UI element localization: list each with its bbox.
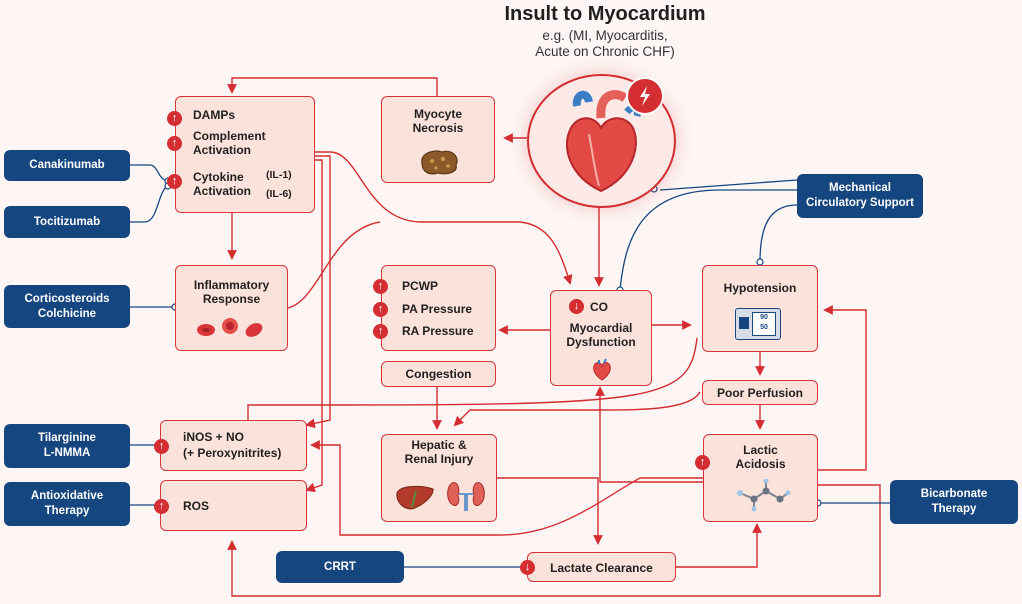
peroxynitrites-label: (+ Peroxynitrites) xyxy=(183,446,282,460)
lactate-clearance-box: ↓ Lactate Clearance xyxy=(520,552,676,582)
molecule-icon xyxy=(737,479,791,512)
lightning-icon xyxy=(626,77,664,115)
crrt-box: CRRT xyxy=(276,551,404,583)
lnmma-label: L-NMMA xyxy=(43,447,91,459)
ra-pressure-label: RA Pressure xyxy=(402,324,474,338)
pa-pressure-label: PA Pressure xyxy=(402,302,473,316)
canakinumab-box: Canakinumab xyxy=(4,150,130,181)
mechanical-label: Mechanical xyxy=(829,182,891,194)
arrow-down-icon: ↓ xyxy=(569,299,584,314)
il6-label: (IL-6) xyxy=(266,188,292,200)
inflammatory-label: Inflammatory Response xyxy=(193,278,270,306)
bicarbonate-box: Bicarbonate Therapy xyxy=(890,480,1018,524)
liver-icon xyxy=(396,485,434,510)
congestion-label: Congestion xyxy=(405,367,472,381)
lactate-clearance-label: Lactate Clearance xyxy=(550,561,653,575)
damps-box: ↑ DAMPs ↑ Complement Activation ↑ Cytoki… xyxy=(167,96,315,213)
bp-bottom-value: 50 xyxy=(760,324,768,331)
necrosis-label: Myocyte Necrosis xyxy=(412,107,464,135)
inflammatory-response-box: Inflammatory Response xyxy=(175,265,288,351)
colchicine-label: Colchicine xyxy=(37,307,97,320)
ros-box: ↑ ROS xyxy=(154,480,307,531)
inos-label: iNOS + NO xyxy=(183,430,245,444)
subtitle-line1: e.g. (MI, Myocarditis, xyxy=(542,28,668,43)
arrow-up-icon: ↑ xyxy=(373,279,388,294)
hepatic-label: Hepatic & Renal Injury xyxy=(404,438,474,466)
poor-perfusion-box: Poor Perfusion xyxy=(702,380,818,405)
arrow-up-icon: ↑ xyxy=(373,302,388,317)
antioxidative-box: Antioxidative Therapy xyxy=(4,482,130,526)
poor-perfusion-label: Poor Perfusion xyxy=(716,386,803,400)
co-label: CO xyxy=(590,300,608,314)
hepatic-renal-box: Hepatic & Renal Injury xyxy=(381,434,497,522)
myocardial-label: Myocardial Dysfunction xyxy=(566,321,636,349)
complement-label: Complement Activation xyxy=(193,129,266,157)
tocilizumab-label: Tocitizumab xyxy=(33,215,101,228)
corticosteroids-box: Corticosteroids Colchicine xyxy=(4,285,130,328)
arrow-up-icon: ↑ xyxy=(167,111,182,126)
myocyte-necrosis-box: Myocyte Necrosis xyxy=(381,96,495,183)
tocilizumab-box: Tocitizumab xyxy=(4,206,130,238)
bicarbonate-therapy-label: Therapy xyxy=(931,503,977,515)
therapy-label: Therapy xyxy=(44,505,90,517)
pcwp-label: PCWP xyxy=(402,279,438,293)
arrow-up-icon: ↑ xyxy=(167,136,182,151)
bp-monitor-icon: 90 50 xyxy=(735,308,781,340)
arrow-up-icon: ↑ xyxy=(167,174,182,189)
inos-box: ↑ iNOS + NO (+ Peroxynitrites) xyxy=(154,420,307,471)
lactic-acidosis-box: ↑ Lactic Acidosis xyxy=(695,434,818,522)
lactic-label: Lactic Acidosis xyxy=(735,443,786,471)
kidneys-icon xyxy=(447,482,485,511)
bp-top-value: 90 xyxy=(760,314,768,321)
damps-label: DAMPs xyxy=(193,108,236,122)
mechanical-support-box: Mechanical Circulatory Support xyxy=(797,174,923,218)
arrow-up-icon: ↑ xyxy=(695,455,710,470)
corticosteroids-label: Corticosteroids xyxy=(24,292,110,305)
bicarbonate-label: Bicarbonate xyxy=(920,488,988,500)
heart-icon xyxy=(566,90,641,193)
blood-cells-icon xyxy=(197,318,263,337)
tilarginine-label: Tilarginine xyxy=(38,432,96,444)
il1-label: (IL-1) xyxy=(266,169,292,181)
tilarginine-box: Tilarginine L-NMMA xyxy=(4,424,130,468)
arrow-up-icon: ↑ xyxy=(154,439,169,454)
circulatory-label: Circulatory Support xyxy=(806,197,914,209)
heart-icon xyxy=(593,358,611,381)
hypotension-box: Hypotension 90 50 xyxy=(702,265,818,352)
arrow-up-icon: ↑ xyxy=(154,499,169,514)
ros-label: ROS xyxy=(183,499,210,513)
subtitle-line2: Acute on Chronic CHF) xyxy=(535,44,675,59)
necrotic-cell-icon xyxy=(421,150,458,175)
antioxidative-label: Antioxidative xyxy=(30,490,104,502)
arrow-down-icon: ↓ xyxy=(520,560,535,575)
cytokine-label: Cytokine Activation xyxy=(193,170,252,198)
pressures-box: ↑ PCWP ↑ PA Pressure ↑ RA Pressure xyxy=(373,265,496,351)
page-title: Insult to Myocardium xyxy=(504,3,706,25)
canakinumab-label: Canakinumab xyxy=(29,159,105,171)
hypotension-label: Hypotension xyxy=(723,281,797,295)
congestion-box: Congestion xyxy=(381,361,496,387)
arrow-up-icon: ↑ xyxy=(373,324,388,339)
myocardial-dysfunction-box: ↓ CO Myocardial Dysfunction xyxy=(550,290,652,386)
crrt-label: CRRT xyxy=(324,560,356,573)
